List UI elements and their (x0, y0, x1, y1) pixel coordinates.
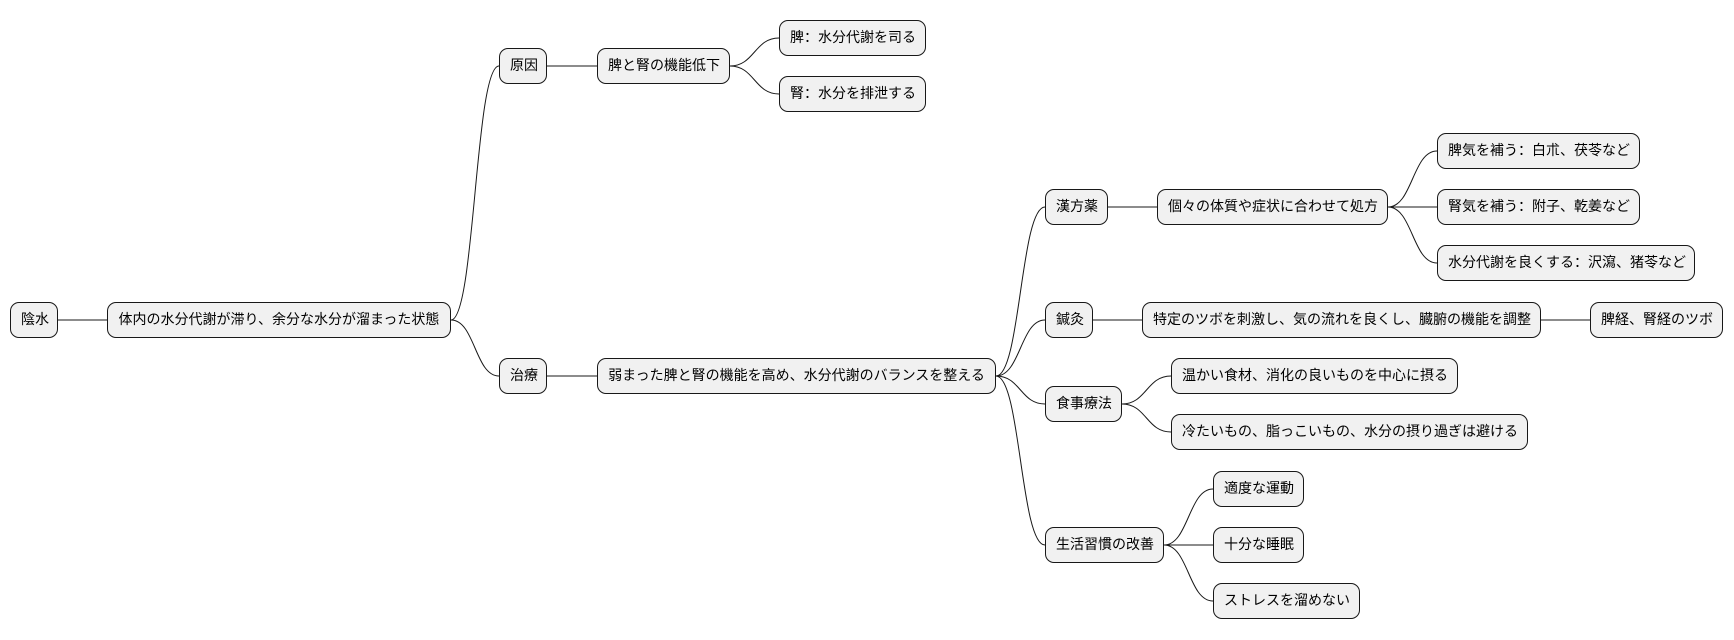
node-herbal-item-2: 腎気を補う：附子、乾姜など (1437, 189, 1640, 225)
node-lifestyle-item-1: 適度な運動 (1213, 471, 1304, 507)
node-lifestyle-item-3: ストレスを溜めない (1213, 583, 1360, 619)
node-herbal-main: 個々の体質や症状に合わせて処方 (1157, 189, 1388, 225)
connector-node-herbal-main-to-node-herbal-item-1 (1387, 150, 1438, 208)
node-definition: 体内の水分代謝が滞り、余分な水分が溜まった状態 (107, 302, 451, 338)
node-diet-item-2: 冷たいもの、脂っこいもの、水分の摂り過ぎは避ける (1171, 414, 1528, 450)
node-cause-kidney: 腎：水分を排泄する (779, 76, 926, 112)
connector-node-definition-to-node-treatment (450, 319, 500, 377)
node-lifestyle-item-2: 十分な睡眠 (1213, 527, 1304, 563)
connector-node-treatment-main-to-node-herbal (995, 206, 1046, 377)
node-cause-main: 脾と腎の機能低下 (597, 48, 730, 84)
node-treatment-main: 弱まった脾と腎の機能を高め、水分代謝のバランスを整える (597, 358, 996, 394)
connector-node-cause-main-to-node-cause-spleen (729, 37, 780, 67)
node-acupuncture-main: 特定のツボを刺激し、気の流れを良くし、臓腑の機能を調整 (1142, 302, 1541, 338)
node-herbal: 漢方薬 (1045, 189, 1108, 225)
connector-node-lifestyle-to-node-lifestyle-item-1 (1163, 488, 1214, 546)
node-root: 陰水 (10, 302, 58, 338)
node-acupuncture-detail: 脾経、腎経のツボ (1590, 302, 1723, 338)
node-cause: 原因 (499, 48, 547, 84)
node-herbal-item-1: 脾気を補う：白朮、茯苓など (1437, 133, 1640, 169)
node-lifestyle: 生活習慣の改善 (1045, 527, 1164, 563)
connector-node-lifestyle-to-node-lifestyle-item-3 (1163, 544, 1214, 602)
connector-node-diet-to-node-diet-item-2 (1121, 403, 1172, 433)
node-diet: 食事療法 (1045, 386, 1122, 422)
connector-node-treatment-main-to-node-acupuncture (995, 319, 1046, 377)
connector-node-diet-to-node-diet-item-1 (1121, 375, 1172, 405)
node-acupuncture: 鍼灸 (1045, 302, 1093, 338)
connector-node-treatment-main-to-node-diet (995, 375, 1046, 405)
node-diet-item-1: 温かい食材、消化の良いものを中心に摂る (1171, 358, 1458, 394)
node-treatment: 治療 (499, 358, 547, 394)
node-herbal-item-3: 水分代謝を良くする：沢瀉、猪苓など (1437, 245, 1695, 281)
node-cause-spleen: 脾：水分代謝を司る (779, 20, 926, 56)
connector-node-treatment-main-to-node-lifestyle (995, 375, 1046, 546)
connector-node-herbal-main-to-node-herbal-item-3 (1387, 206, 1438, 264)
connector-node-definition-to-node-cause (450, 65, 500, 321)
connector-node-cause-main-to-node-cause-kidney (729, 65, 780, 95)
